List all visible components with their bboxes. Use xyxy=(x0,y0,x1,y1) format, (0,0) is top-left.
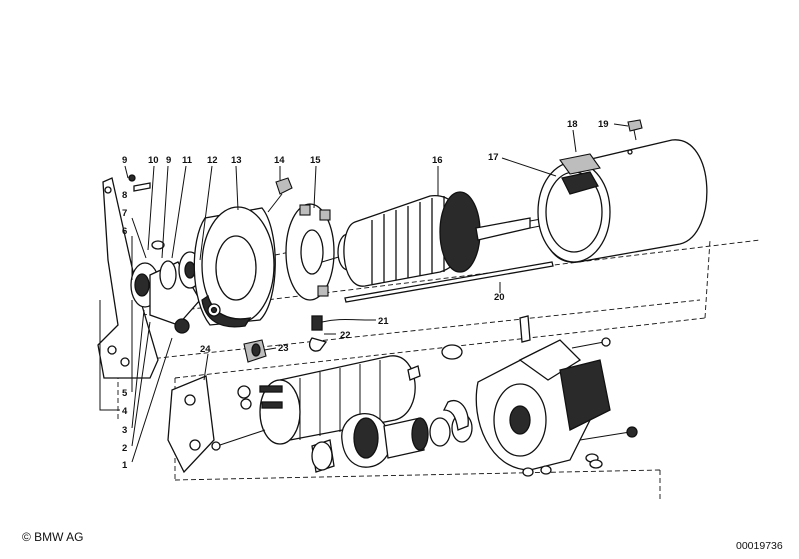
screw-19 xyxy=(627,119,643,141)
callout-17: 17 xyxy=(488,152,499,163)
brush-plate xyxy=(285,203,335,301)
callout-15: 15 xyxy=(310,155,321,166)
callout-19: 19 xyxy=(598,119,609,130)
through-bolt xyxy=(344,261,554,303)
callout-13: 13 xyxy=(231,155,242,166)
callout-16: 16 xyxy=(432,155,443,166)
copyright-notice: © BMW AG xyxy=(22,530,84,544)
armature xyxy=(321,191,581,287)
leader-lines xyxy=(99,123,629,463)
diagram-id: 00019736 xyxy=(736,540,783,552)
callout-5: 5 xyxy=(122,388,128,399)
solenoid-bracket xyxy=(167,375,215,474)
end-housing xyxy=(193,206,276,328)
callout-18: 18 xyxy=(567,119,578,130)
callout-6: 6 xyxy=(122,226,127,237)
callout-7: 7 xyxy=(122,208,127,219)
callout-12: 12 xyxy=(207,155,218,166)
brushes xyxy=(308,315,373,352)
callout-23: 23 xyxy=(278,343,289,354)
callout-10: 10 xyxy=(148,155,159,166)
callout-9: 9 xyxy=(122,155,127,166)
callout-24: 24 xyxy=(200,344,211,355)
callout-3: 3 xyxy=(122,425,127,436)
grommet xyxy=(243,339,267,363)
field-frame xyxy=(537,139,708,263)
mounting-bracket xyxy=(97,177,159,379)
callout-22: 22 xyxy=(340,330,351,341)
callout-1: 1 xyxy=(122,460,128,471)
callout-8: 8 xyxy=(122,190,127,201)
callout-21: 21 xyxy=(378,316,389,327)
bolt-14 xyxy=(267,177,293,213)
drive-end-housing xyxy=(441,315,638,477)
callout-9-second: 9 xyxy=(166,155,171,166)
callout-14: 14 xyxy=(274,155,285,166)
callout-20: 20 xyxy=(494,292,505,303)
callout-11: 11 xyxy=(182,155,193,166)
callout-labels: 1 2 3 4 5 6 7 8 9 10 9 11 12 13 14 15 16… xyxy=(122,119,609,471)
callout-4: 4 xyxy=(122,406,128,417)
callout-2: 2 xyxy=(122,443,127,454)
